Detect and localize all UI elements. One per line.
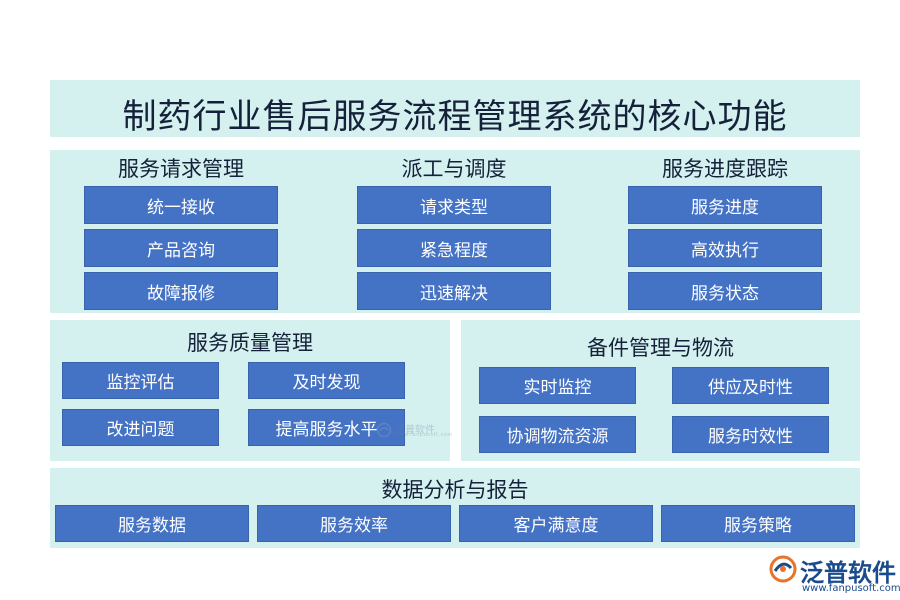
quality-item-2: 及时发现	[248, 362, 405, 399]
service-request-item-1: 统一接收	[84, 186, 278, 224]
progress-item-1: 服务进度	[628, 186, 822, 224]
parts-item-4: 服务时效性	[672, 416, 829, 453]
watermark-text: 泛普软件	[395, 425, 435, 436]
brand-logo: 泛普软件 www.fanpusoft.com	[766, 552, 900, 598]
watermark-logo-icon	[376, 422, 392, 438]
brand-url: www.fanpusoft.com	[802, 583, 900, 594]
watermark: 泛普软件 www.fanpusoft.com	[376, 420, 453, 442]
quality-item-4: 提高服务水平	[248, 409, 405, 446]
progress-item-3: 服务状态	[628, 272, 822, 310]
analysis-item-3: 客户满意度	[459, 505, 653, 542]
quality-item-3: 改进问题	[62, 409, 219, 446]
progress-item-2: 高效执行	[628, 229, 822, 267]
service-request-item-2: 产品咨询	[84, 229, 278, 267]
quality-item-1: 监控评估	[62, 362, 219, 399]
service-request-heading: 服务请求管理	[118, 157, 244, 181]
dispatch-heading: 派工与调度	[401, 157, 507, 181]
service-request-item-3: 故障报修	[84, 272, 278, 310]
analysis-item-1: 服务数据	[55, 505, 249, 542]
dispatch-item-2: 紧急程度	[357, 229, 551, 267]
dispatch-item-1: 请求类型	[357, 186, 551, 224]
quality-heading: 服务质量管理	[187, 331, 313, 355]
parts-heading: 备件管理与物流	[587, 336, 734, 360]
analysis-item-4: 服务策略	[661, 505, 855, 542]
dispatch-item-3: 迅速解决	[357, 272, 551, 310]
analysis-heading: 数据分析与报告	[381, 478, 529, 502]
progress-heading: 服务进度跟踪	[662, 157, 788, 181]
brand-logo-icon	[769, 555, 797, 583]
title-banner: 制药行业售后服务流程管理系统的核心功能	[50, 80, 860, 137]
parts-item-2: 供应及时性	[672, 367, 829, 404]
analysis-item-2: 服务效率	[257, 505, 451, 542]
parts-item-3: 协调物流资源	[479, 416, 636, 453]
brand-name: 泛普软件	[800, 559, 896, 587]
page-title: 制药行业售后服务流程管理系统的核心功能	[122, 97, 788, 137]
watermark-sub: www.fanpusoft.com	[395, 432, 453, 438]
parts-item-1: 实时监控	[479, 367, 636, 404]
